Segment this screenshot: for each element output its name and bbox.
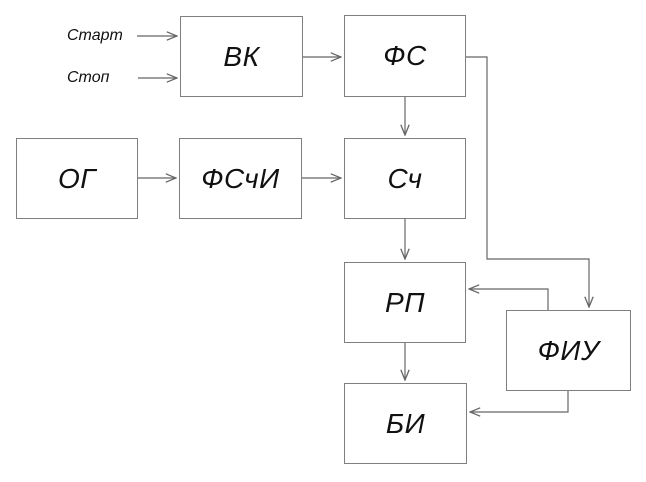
block-rp: РП	[344, 262, 466, 343]
block-fs: ФС	[344, 15, 466, 97]
block-rp-label: РП	[385, 286, 425, 318]
block-vk: ВК	[180, 16, 303, 97]
input-label-start: Старт	[67, 27, 123, 44]
arrow-fiu-to-rp	[469, 289, 549, 310]
block-og-label: ОГ	[57, 162, 96, 194]
block-fschi-label: ФСчИ	[201, 162, 280, 194]
block-fiu-label: ФИУ	[537, 334, 600, 366]
block-bi: БИ	[344, 383, 467, 464]
block-fiu: ФИУ	[506, 310, 631, 391]
block-og: ОГ	[16, 138, 138, 219]
input-label-stop: Стоп	[67, 69, 110, 86]
arrow-fiu-to-bi	[470, 391, 569, 412]
block-vk-label: ВК	[223, 40, 260, 72]
block-fschi: ФСчИ	[179, 138, 302, 219]
arrow-fs-to-fiu	[466, 56, 589, 307]
block-bi-label: БИ	[385, 407, 426, 439]
block-sch-label: Сч	[387, 162, 423, 194]
block-sch: Сч	[344, 138, 466, 219]
block-fs-label: ФС	[383, 40, 427, 71]
